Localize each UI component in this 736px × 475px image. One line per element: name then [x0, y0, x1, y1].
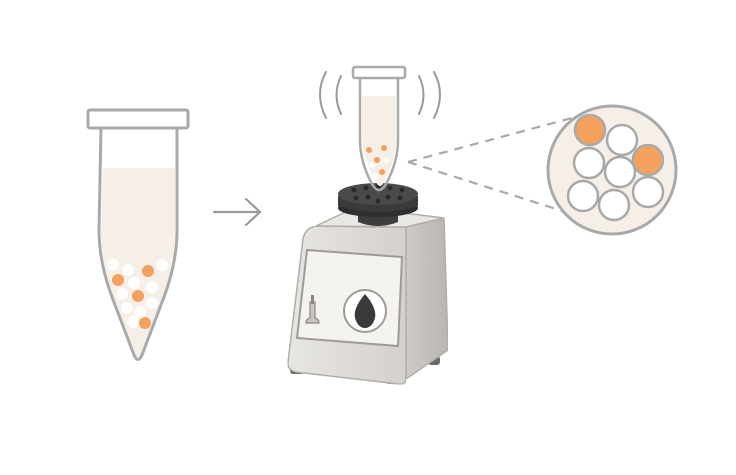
- tube-cap: [86, 108, 190, 130]
- mixer-side: [405, 217, 449, 381]
- power-switch-icon: [305, 295, 320, 324]
- zoom-beads: [566, 113, 665, 222]
- small-tube-icon: [351, 65, 407, 192]
- cup-holes: [351, 184, 405, 204]
- tube-outline: [97, 125, 179, 361]
- tube-liquid: [101, 168, 175, 357]
- speed-knob-icon: [343, 289, 387, 333]
- arrow-right-icon: [212, 197, 262, 227]
- vibration-lines: [319, 71, 441, 119]
- magnifier-circle-icon: [546, 104, 678, 236]
- conical-tube-icon: [86, 108, 190, 361]
- vortex-mixer-icon: [287, 183, 449, 385]
- tube-beads: [107, 259, 168, 329]
- zoom-lines: [407, 116, 573, 216]
